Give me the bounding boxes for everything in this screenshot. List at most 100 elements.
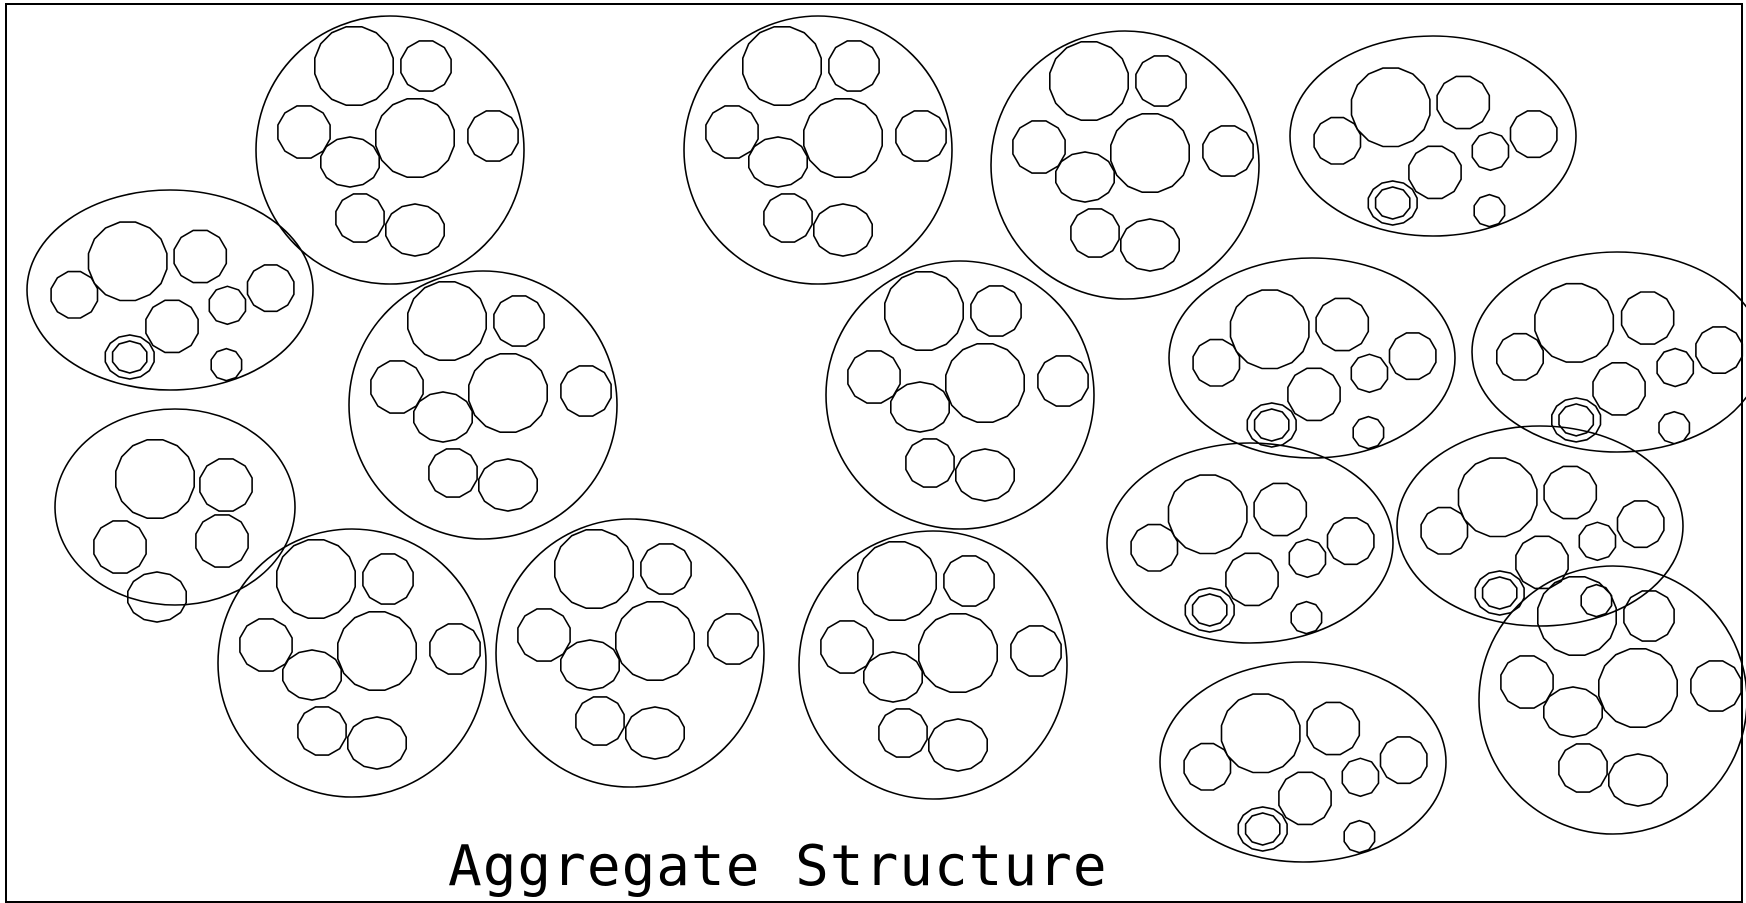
- aggregate-outline: [1478, 565, 1746, 835]
- inner-particle: [277, 105, 331, 159]
- inner-particle: [1184, 587, 1235, 633]
- aggregate-outline: [54, 408, 296, 606]
- inner-particle: [1534, 282, 1615, 363]
- aggregate-outline: [255, 15, 525, 285]
- round-aggregate: [255, 15, 525, 285]
- inner-particle: [1656, 347, 1695, 388]
- aggregate-outline: [217, 528, 487, 798]
- inner-particle: [346, 716, 408, 770]
- inner-particle: [878, 708, 928, 758]
- inner-particle: [115, 438, 195, 520]
- inner-particle: [1551, 397, 1602, 443]
- inner-particle: [1598, 647, 1678, 729]
- inner-particle: [1408, 145, 1462, 200]
- inner-particle: [802, 98, 884, 178]
- inner-particle: [705, 105, 759, 159]
- inner-particle: [104, 334, 155, 380]
- inner-particle: [467, 110, 519, 162]
- inner-particle: [1135, 55, 1187, 107]
- inner-particle: [1695, 326, 1744, 375]
- inner-particle: [1352, 415, 1385, 450]
- inner-particle: [210, 347, 243, 382]
- inner-particle: [1457, 457, 1538, 538]
- inner-particle: [847, 350, 901, 404]
- aggregate-outline: [990, 30, 1260, 300]
- inner-particle: [560, 365, 612, 417]
- inner-particle: [1500, 655, 1554, 709]
- inner-particle: [246, 264, 295, 313]
- aggregate-outline: [1289, 35, 1577, 237]
- inner-particle: [1290, 600, 1323, 635]
- aggregate-outline: [798, 530, 1068, 800]
- inner-particle: [362, 553, 414, 605]
- inner-particle: [1367, 180, 1418, 226]
- inner-particle: [111, 340, 148, 374]
- inner-particle: [1543, 465, 1598, 520]
- inner-particle: [477, 458, 539, 512]
- inner-particle: [370, 360, 424, 414]
- inner-particle: [1343, 819, 1376, 854]
- inner-particle: [1558, 743, 1608, 793]
- inner-particle: [239, 618, 293, 672]
- inner-particle: [467, 352, 549, 434]
- inner-particle: [1471, 131, 1510, 172]
- round-aggregate: [683, 15, 953, 285]
- aggregates-group: [26, 15, 1746, 863]
- inner-particle: [406, 280, 488, 362]
- aggregate-outline: [26, 189, 314, 391]
- inner-particle: [707, 613, 759, 665]
- inner-particle: [173, 229, 228, 284]
- inner-particle: [575, 696, 625, 746]
- inner-particle: [1341, 757, 1380, 798]
- inner-particle: [1037, 355, 1089, 407]
- inner-particle: [1313, 116, 1362, 165]
- elliptical-aggregate: [1159, 661, 1447, 863]
- inner-particle: [275, 538, 357, 620]
- inner-particle: [195, 514, 249, 568]
- inner-particle: [208, 285, 247, 326]
- inner-particle: [1436, 75, 1491, 130]
- inner-particle: [313, 25, 395, 106]
- inner-particle: [747, 136, 809, 188]
- inner-particle: [1049, 40, 1129, 121]
- diagram-caption: Aggregate Structure: [448, 834, 1108, 899]
- inner-particle: [614, 600, 696, 682]
- aggregate-outline: [1168, 257, 1456, 459]
- inner-particle: [297, 706, 347, 756]
- inner-particle: [1690, 660, 1742, 712]
- inner-particle: [93, 520, 147, 574]
- inner-particle: [1253, 408, 1290, 442]
- inner-particle: [895, 110, 947, 162]
- inner-particle: [145, 299, 199, 354]
- inner-particle: [319, 136, 381, 188]
- inner-particle: [87, 221, 168, 302]
- elliptical-aggregate: [1289, 35, 1577, 237]
- inner-particle: [553, 528, 635, 610]
- inner-particle: [1509, 110, 1558, 159]
- round-aggregate: [798, 530, 1068, 800]
- inner-particle: [336, 610, 418, 692]
- round-aggregate: [825, 260, 1095, 530]
- inner-particle: [954, 448, 1016, 502]
- inner-particle: [1473, 193, 1506, 228]
- inner-particle: [428, 448, 478, 498]
- inner-particle: [1350, 353, 1389, 394]
- inner-particle: [1278, 771, 1332, 826]
- aggregate-outline: [1471, 251, 1746, 453]
- inner-particle: [1616, 500, 1665, 549]
- round-aggregate: [990, 30, 1260, 300]
- inner-particle: [943, 555, 995, 607]
- elliptical-aggregate: [1106, 442, 1394, 644]
- inner-particle: [1191, 593, 1228, 627]
- inner-particle: [1120, 218, 1180, 272]
- inner-particle: [862, 651, 924, 703]
- inner-particle: [1070, 208, 1120, 258]
- inner-particle: [1374, 186, 1411, 220]
- inner-particle: [127, 571, 187, 623]
- inner-particle: [1192, 338, 1241, 387]
- elliptical-aggregate: [1168, 257, 1456, 459]
- elliptical-aggregate: [26, 189, 314, 391]
- inner-particle: [400, 40, 452, 92]
- inner-particle: [1326, 517, 1375, 566]
- inner-particle: [1543, 686, 1603, 738]
